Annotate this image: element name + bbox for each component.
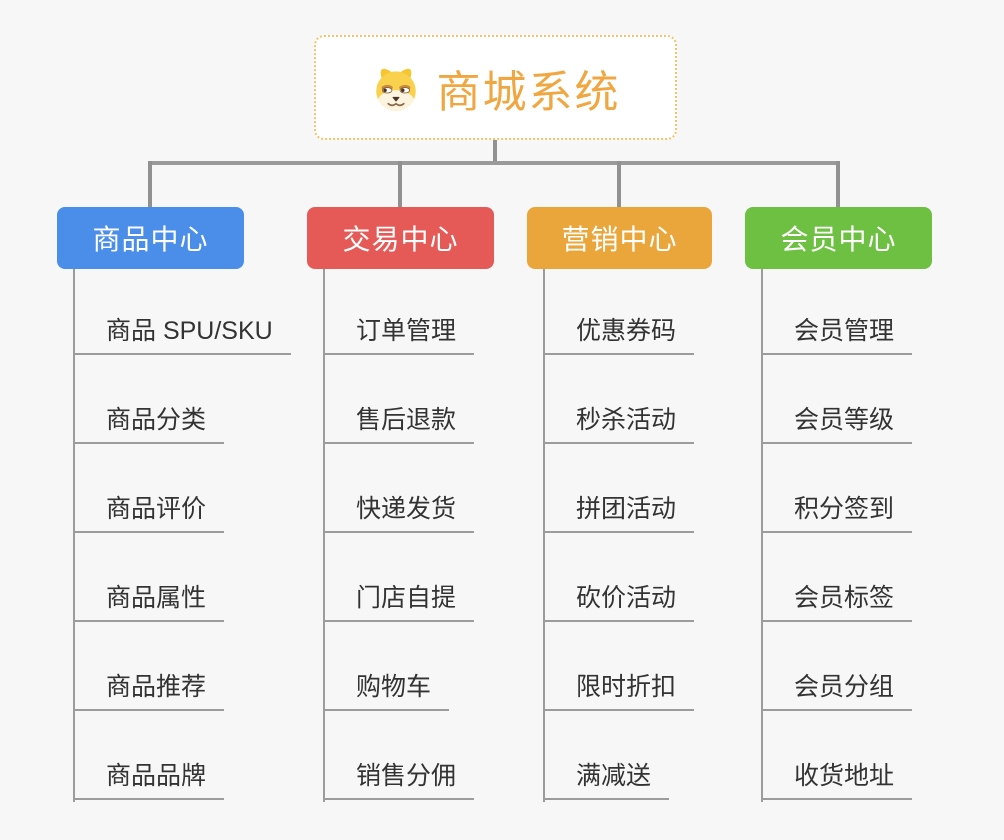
connector-spine [543,269,545,802]
leaf-node[interactable]: 限时折扣 [543,665,695,711]
leaf-node[interactable]: 优惠券码 [543,309,695,355]
leaf-node[interactable]: 商品评价 [73,487,225,533]
leaf-node[interactable]: 商品推荐 [73,665,225,711]
leaf-node[interactable]: 商品分类 [73,398,225,444]
leaf-node[interactable]: 会员标签 [761,576,913,622]
leaf-node[interactable]: 秒杀活动 [543,398,695,444]
leaf-node[interactable]: 售后退款 [323,398,475,444]
leaf-node[interactable]: 商品品牌 [73,754,225,800]
branch-node-products[interactable]: 商品中心 [57,207,244,269]
leaf-node[interactable]: 会员等级 [761,398,913,444]
connector-spine [323,269,325,802]
branch-node-marketing[interactable]: 营销中心 [527,207,712,269]
leaf-node[interactable]: 商品属性 [73,576,225,622]
dog-face-icon [371,63,421,113]
leaf-node[interactable]: 购物车 [323,665,450,711]
leaf-node[interactable]: 会员分组 [761,665,913,711]
leaf-node[interactable]: 销售分佣 [323,754,475,800]
root-node[interactable]: 商城系统 [314,35,677,140]
leaf-node[interactable]: 满减送 [543,754,670,800]
connector-trunk [148,161,840,165]
leaf-node[interactable]: 砍价活动 [543,576,695,622]
leaf-column-members: 会员管理 会员等级 积分签到 会员标签 会员分组 收货地址 [761,269,1004,809]
leaf-node[interactable]: 商品 SPU/SKU [73,309,291,355]
leaf-column-trade: 订单管理 售后退款 快递发货 门店自提 购物车 销售分佣 [323,269,593,809]
leaf-node[interactable]: 门店自提 [323,576,475,622]
leaf-node[interactable]: 快递发货 [323,487,475,533]
connector-drop-products [148,161,152,209]
connector-root-stem [493,138,497,165]
leaf-node[interactable]: 积分签到 [761,487,913,533]
leaf-node[interactable]: 订单管理 [323,309,475,355]
branch-node-members[interactable]: 会员中心 [745,207,932,269]
leaf-column-marketing: 优惠券码 秒杀活动 拼团活动 砍价活动 限时折扣 满减送 [543,269,813,809]
connector-spine [73,269,75,802]
connector-spine [761,269,763,802]
leaf-node[interactable]: 收货地址 [761,754,913,800]
connector-drop-marketing [617,161,621,209]
root-title: 商城系统 [436,67,621,117]
leaf-node[interactable]: 会员管理 [761,309,913,355]
leaf-node[interactable]: 拼团活动 [543,487,695,533]
connector-drop-trade [398,161,402,209]
leaf-column-products: 商品 SPU/SKU 商品分类 商品评价 商品属性 商品推荐 商品品牌 [73,269,343,809]
branch-node-trade[interactable]: 交易中心 [307,207,494,269]
connector-drop-members [836,161,840,209]
